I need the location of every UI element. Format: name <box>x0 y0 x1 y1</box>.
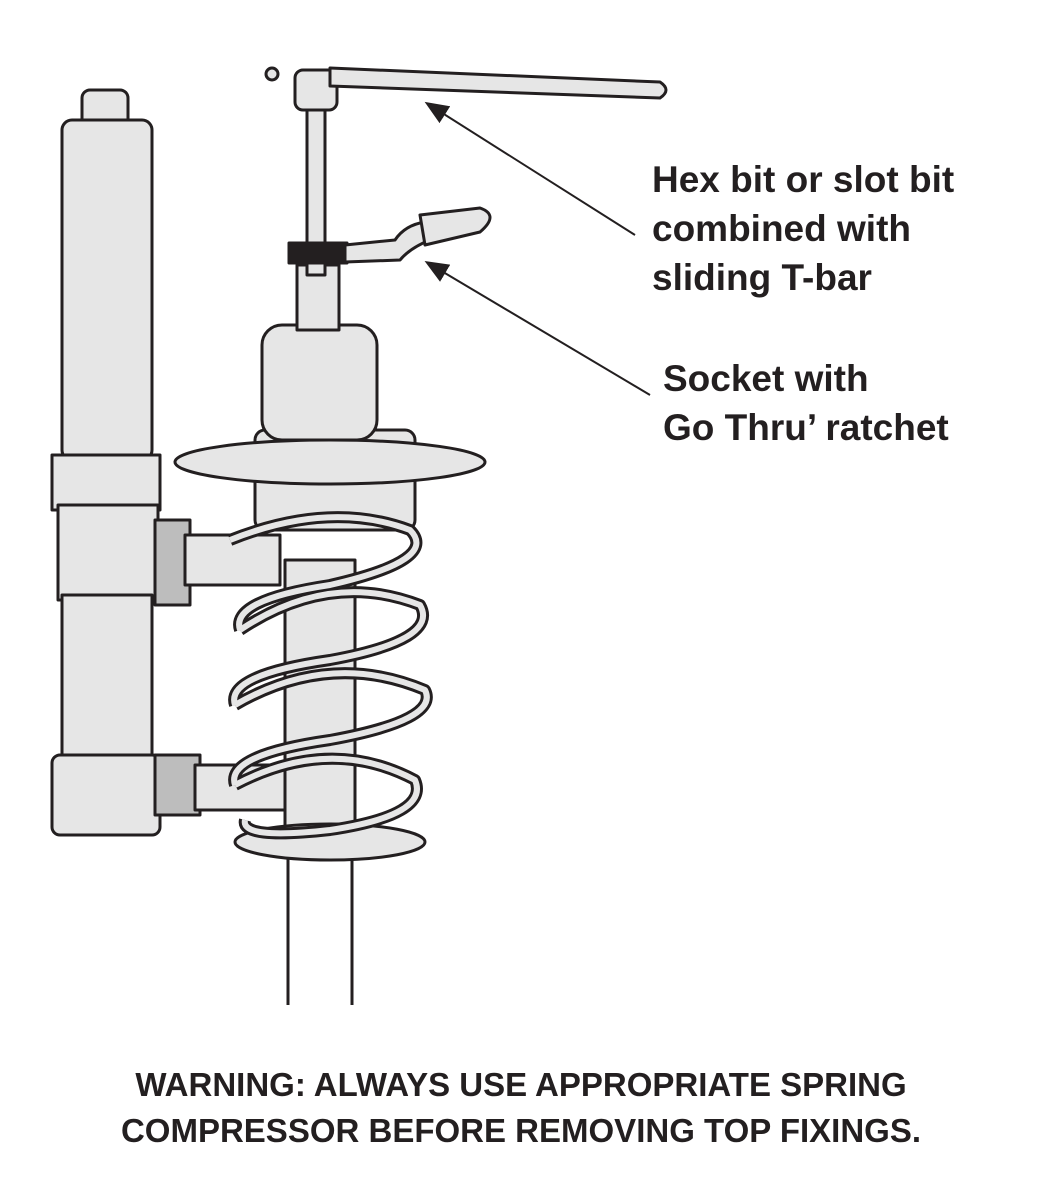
ratchet-callout-arrow <box>424 260 651 396</box>
warning-text: WARNING: ALWAYS USE APPROPRIATE SPRING C… <box>0 1062 1042 1154</box>
go-thru-ratchet <box>287 206 492 265</box>
t-bar-tool <box>264 66 668 277</box>
label-line: Go Thru’ ratchet <box>663 407 949 448</box>
label-line: combined with <box>652 208 911 249</box>
compressor-column <box>50 88 302 837</box>
warning-line: WARNING: ALWAYS USE APPROPRIATE SPRING <box>135 1066 907 1103</box>
tbar-callout-label: Hex bit or slot bit combined with slidin… <box>652 155 954 302</box>
ratchet-callout-label: Socket with Go Thru’ ratchet <box>663 354 949 452</box>
warning-line: COMPRESSOR BEFORE REMOVING TOP FIXINGS. <box>120 1112 922 1149</box>
label-line: sliding T-bar <box>652 257 872 298</box>
tbar-callout-arrow <box>424 101 636 236</box>
strut <box>173 263 487 1005</box>
label-line: Socket with <box>663 358 869 399</box>
label-line: Hex bit or slot bit <box>652 159 955 200</box>
